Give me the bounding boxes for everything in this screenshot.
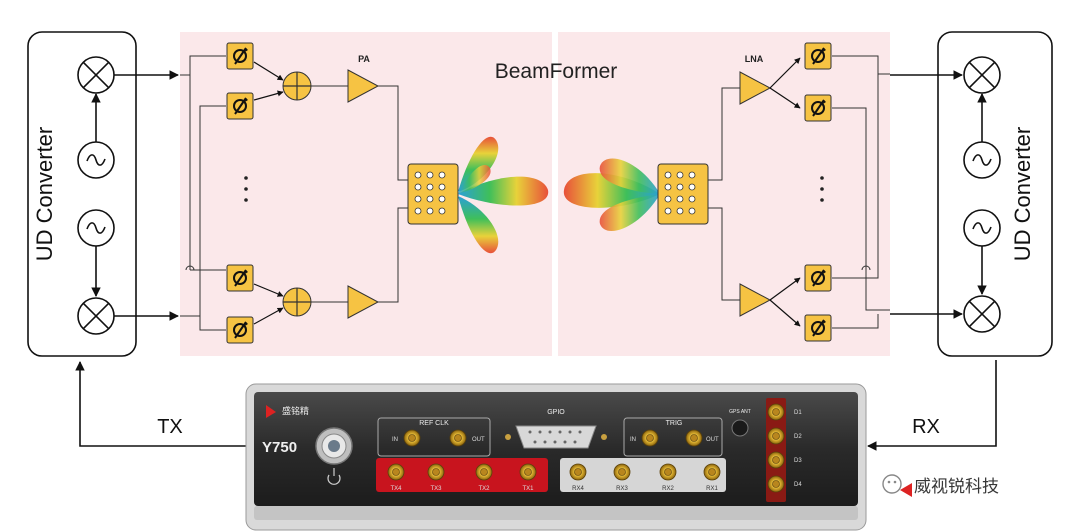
rx-port-strip: [560, 458, 726, 492]
gpio-connector[interactable]: [515, 425, 597, 449]
tx3-label: TX3: [430, 486, 442, 492]
rx-phase-shifter-3-icon: [804, 264, 832, 292]
right-oscillator-top-icon: [963, 141, 1001, 179]
rx1-label: RX1: [706, 486, 718, 492]
tx1-label: TX1: [522, 486, 534, 492]
device-brand: 盛铭精: [282, 405, 309, 416]
gps-ant-label: GPS ANT: [729, 409, 751, 415]
tx-phase-shifter-4-icon: [226, 316, 254, 344]
ref-clk-in-label: IN: [392, 437, 398, 443]
pa-label: PA: [358, 54, 370, 64]
tx-beam-pattern: [458, 136, 549, 254]
tx2-label: TX2: [478, 486, 490, 492]
tx-summer-bottom-icon: [282, 287, 312, 317]
d2-label: D2: [794, 434, 802, 440]
ref-clk-out-port[interactable]: [449, 429, 467, 447]
d1-label: D1: [794, 410, 802, 416]
watermark: 威视锐科技: [882, 474, 999, 497]
rx-beam-pattern: [563, 158, 660, 232]
rx4-label: RX4: [572, 486, 584, 492]
d2-port[interactable]: [767, 427, 785, 445]
tx-summer-top-icon: [282, 71, 312, 101]
right-mixer-bottom-icon: [963, 295, 1001, 333]
tx-phase-shifter-1-icon: [226, 42, 254, 70]
tx1-port[interactable]: [519, 463, 537, 481]
right-oscillator-bottom-icon: [963, 209, 1001, 247]
rx-antenna-array-icon: [657, 163, 709, 225]
rx-arrow: [867, 360, 997, 451]
tx2-port[interactable]: [475, 463, 493, 481]
ref-clk-in-port[interactable]: [403, 429, 421, 447]
gps-ant-port[interactable]: [731, 419, 749, 437]
rx-phase-shifter-1-icon: [804, 42, 832, 70]
power-icon: [327, 468, 341, 485]
left-ud-converter-label: UD Converter: [32, 127, 57, 261]
left-ud-converter-box: [27, 31, 137, 357]
ref-clk-label: REF CLK: [419, 420, 449, 427]
rx-phase-shifter-4-icon: [804, 314, 832, 342]
d4-label: D4: [794, 482, 802, 488]
d3-label: D3: [794, 458, 802, 464]
rx2-port[interactable]: [659, 463, 677, 481]
right-mixer-top-icon: [963, 56, 1001, 94]
left-mixer-bottom-icon: [77, 297, 115, 335]
watermark-text: 威视锐科技: [914, 477, 999, 496]
rx-ellipsis: [820, 176, 824, 202]
ref-clk-out-label: OUT: [472, 437, 485, 443]
rx2-label: RX2: [662, 486, 674, 492]
right-ud-converter-box: [937, 31, 1053, 357]
trig-in-label: IN: [630, 437, 636, 443]
tx-port-strip: [376, 458, 548, 492]
rx3-port[interactable]: [613, 463, 631, 481]
side-port-strip: [766, 398, 786, 502]
tx-antenna-array-icon: [407, 163, 459, 225]
rx1-port[interactable]: [703, 463, 721, 481]
rx4-port[interactable]: [569, 463, 587, 481]
tx-ellipsis: [244, 176, 248, 202]
rx3-label: RX3: [616, 486, 628, 492]
rx-label: RX: [912, 416, 940, 438]
gpio-label: GPIO: [547, 409, 565, 416]
d1-port[interactable]: [767, 403, 785, 421]
tx-phase-shifter-2-icon: [226, 92, 254, 120]
trig-out-label: OUT: [706, 437, 719, 443]
d3-port[interactable]: [767, 451, 785, 469]
tx-phase-shifter-3-icon: [226, 264, 254, 292]
y750-device: 盛铭精 Y750 REF CLK IN OUT GPIO TRIG IN: [245, 383, 867, 531]
trig-in-port[interactable]: [641, 429, 659, 447]
trig-out-port[interactable]: [685, 429, 703, 447]
device-model: Y750: [262, 439, 297, 456]
tx4-port[interactable]: [387, 463, 405, 481]
left-oscillator-bottom-icon: [77, 209, 115, 247]
right-ud-converter-label: UD Converter: [1010, 127, 1035, 261]
left-oscillator-top-icon: [77, 141, 115, 179]
tx-label: TX: [157, 416, 183, 438]
beamformer-title: BeamFormer: [495, 60, 618, 83]
trig-label: TRIG: [666, 420, 683, 427]
lna-label: LNA: [745, 54, 764, 64]
rx-phase-shifter-2-icon: [804, 94, 832, 122]
d4-port[interactable]: [767, 475, 785, 493]
tx3-port[interactable]: [427, 463, 445, 481]
tx4-label: TX4: [390, 486, 402, 492]
tx-arrow: [75, 361, 260, 447]
left-mixer-top-icon: [77, 56, 115, 94]
